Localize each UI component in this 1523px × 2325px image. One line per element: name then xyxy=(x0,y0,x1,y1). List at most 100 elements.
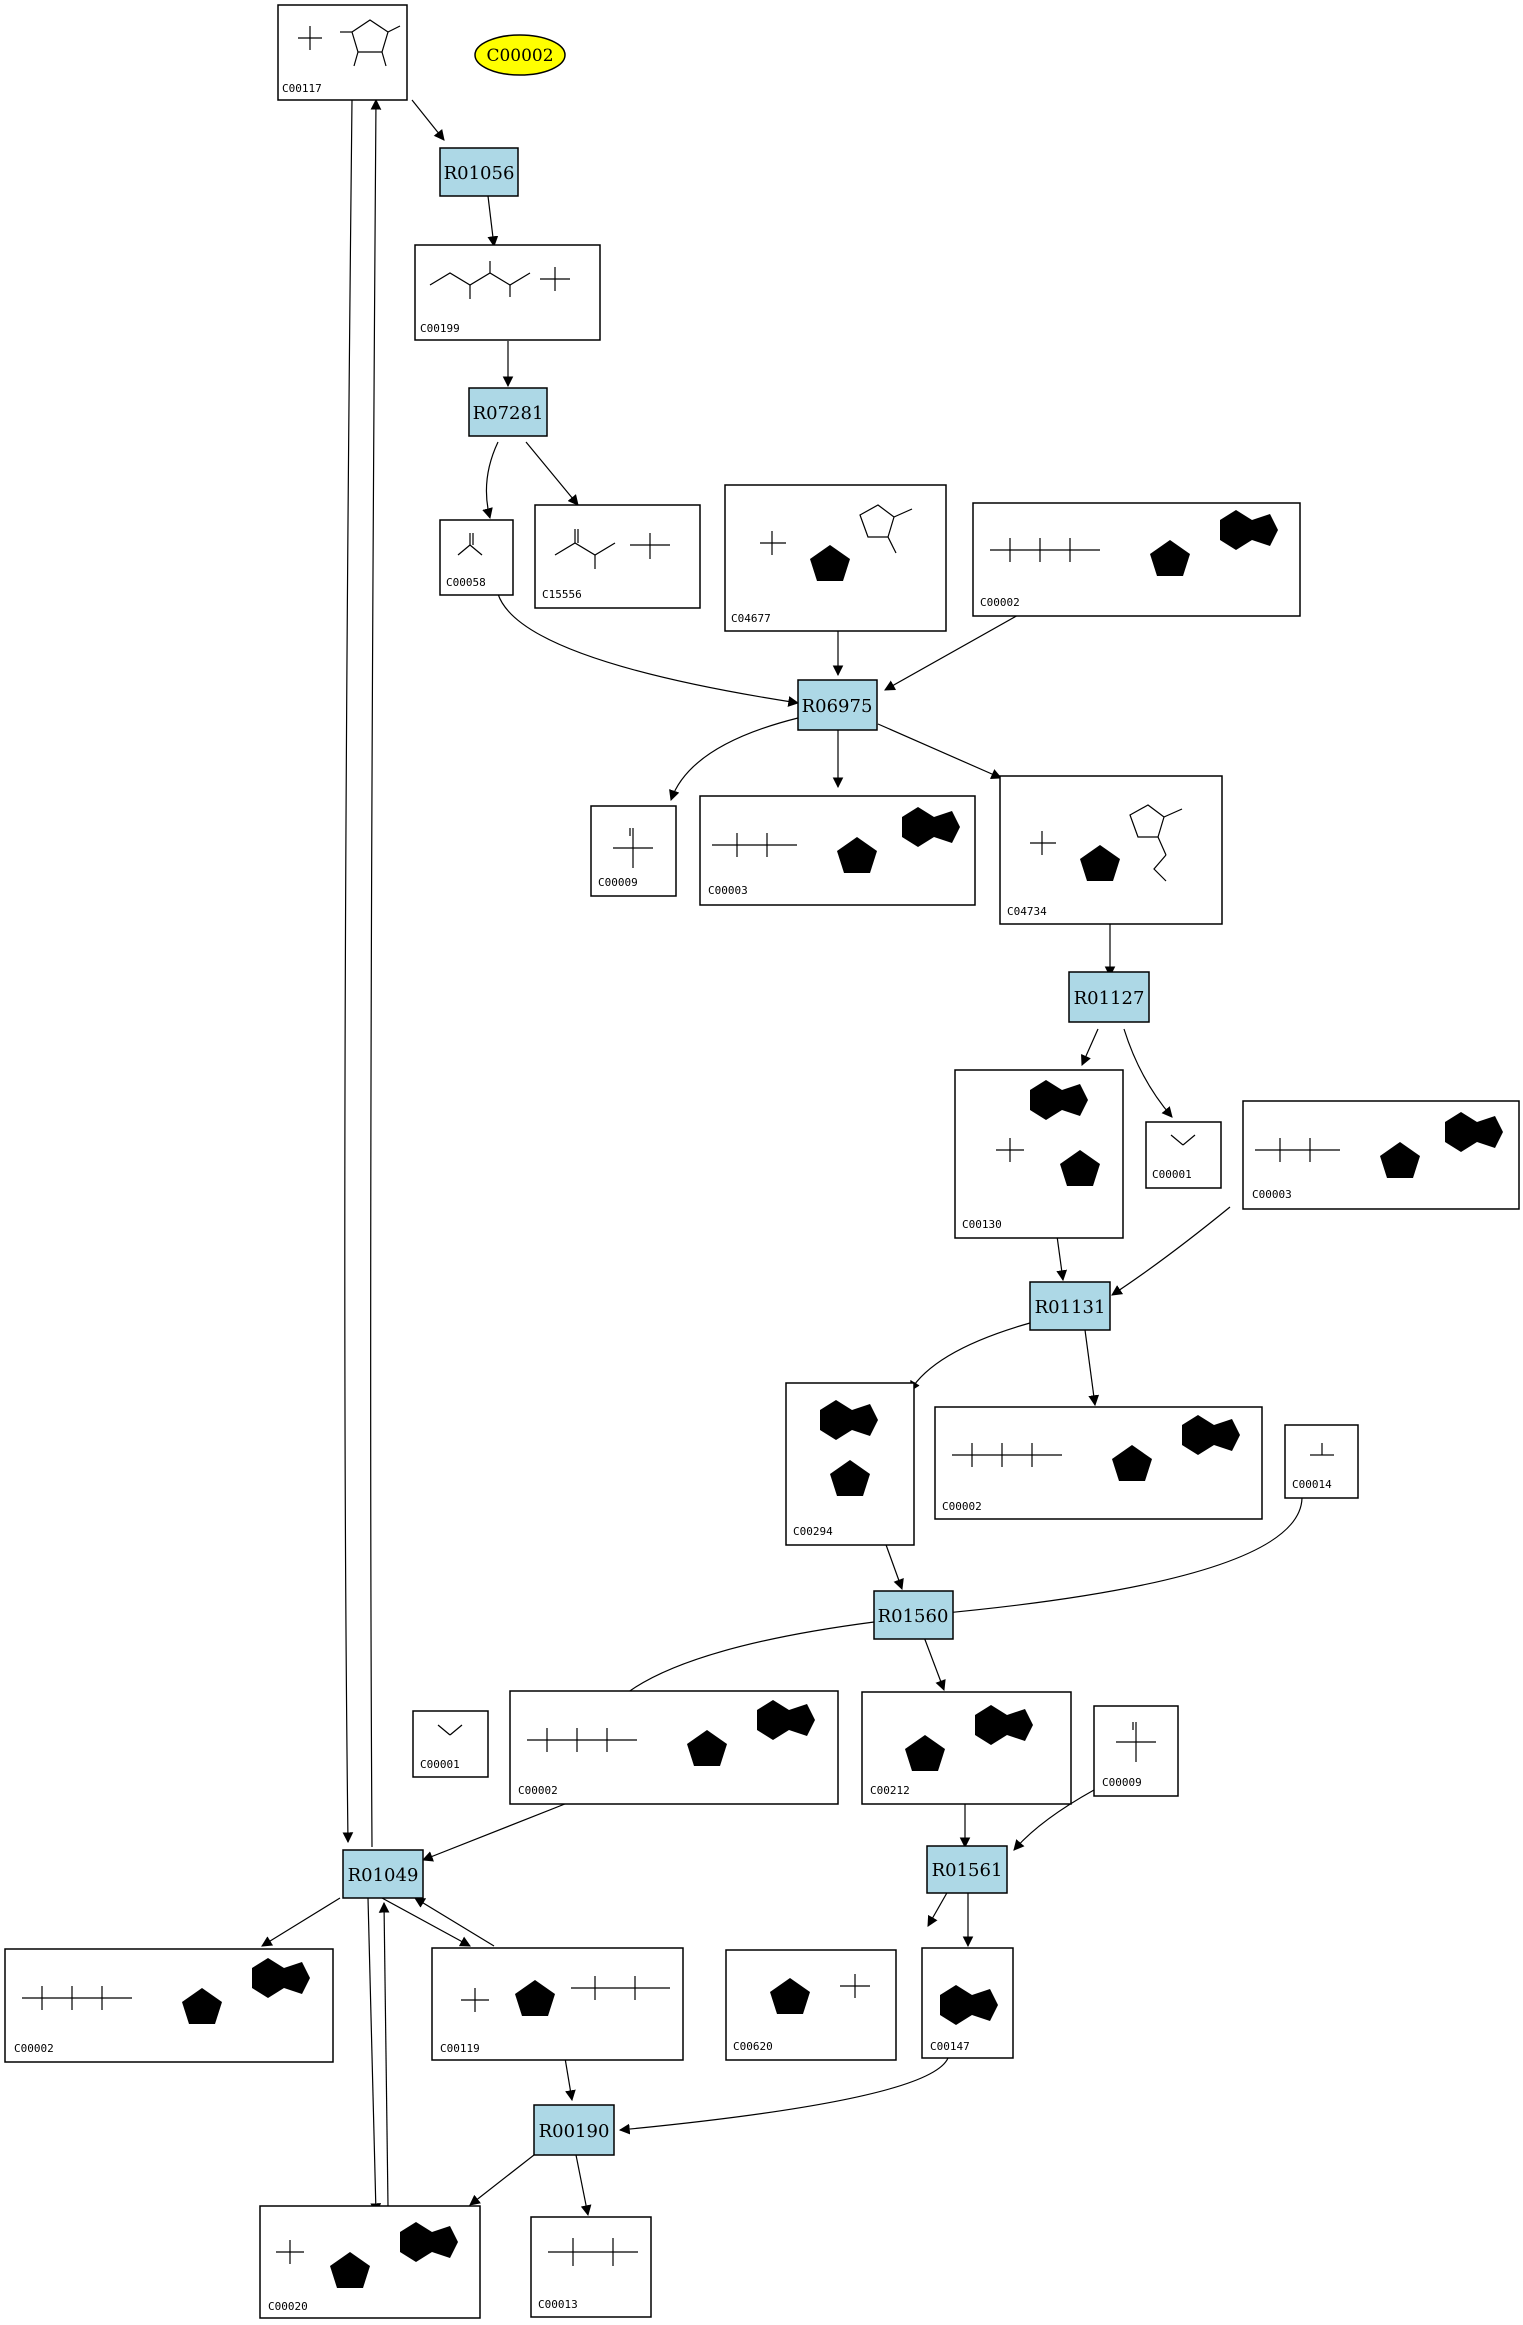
compound-node-c00003-right[interactable]: C00003 xyxy=(1242,1100,1520,1210)
reaction-id: R01127 xyxy=(1074,988,1145,1009)
compound-node-c00002-lower[interactable]: C00002 xyxy=(509,1690,839,1805)
compound-node-c15556[interactable]: C15556 xyxy=(534,504,701,609)
compound-id: C00058 xyxy=(446,576,486,589)
structure-nucleotide-diphosphate xyxy=(712,807,960,887)
edge xyxy=(909,1322,1031,1392)
compound-node-c00119[interactable]: C00119 xyxy=(431,1947,684,2061)
structure-ribose-phosphate xyxy=(298,19,401,67)
compound-id: C00013 xyxy=(538,2298,578,2311)
edge xyxy=(933,1497,1303,1619)
compound-node-c04734[interactable]: C04734 xyxy=(999,775,1223,925)
compound-id: C00014 xyxy=(1292,1478,1332,1491)
compound-node-c00147[interactable]: C00147 xyxy=(921,1947,1014,2059)
compound-id: C00003 xyxy=(1252,1188,1292,1201)
compound-node-c00009[interactable]: C00009 xyxy=(590,805,677,897)
compound-id: C00212 xyxy=(870,1784,910,1797)
compound-node-c00001[interactable]: C00001 xyxy=(1145,1121,1222,1189)
reaction-node-r01127[interactable]: R01127 xyxy=(1068,971,1150,1023)
compound-node-c00294[interactable]: C00294 xyxy=(785,1382,915,1546)
reaction-node-r01056[interactable]: R01056 xyxy=(439,147,519,197)
structure-nucleotide-phosphate xyxy=(760,504,913,595)
reaction-node-r06975[interactable]: R06975 xyxy=(797,679,878,731)
reaction-id: R07281 xyxy=(473,403,544,424)
reaction-node-r01560[interactable]: R01560 xyxy=(873,1590,954,1640)
edge xyxy=(411,99,445,141)
structure-ribose-triphosphate xyxy=(461,1976,670,2030)
edge xyxy=(414,1897,495,1947)
compound-node-c00002[interactable]: C00002 xyxy=(972,502,1301,617)
edge xyxy=(923,1636,946,1692)
compound-node-c00014[interactable]: C00014 xyxy=(1284,1424,1359,1499)
edge xyxy=(927,1890,949,1927)
compound-node-c00130[interactable]: C00130 xyxy=(954,1069,1124,1239)
edge xyxy=(1084,1329,1100,1407)
edge xyxy=(1081,1028,1099,1066)
reaction-id: R01049 xyxy=(348,1865,419,1886)
compound-node-c00002-left[interactable]: C00002 xyxy=(4,1948,334,2063)
edge xyxy=(618,2057,949,2135)
structure-phosphate xyxy=(1116,1722,1156,1762)
reaction-id: R01561 xyxy=(932,1860,1003,1881)
compound-id: C00130 xyxy=(962,1218,1002,1231)
compound-id: C04677 xyxy=(731,612,771,625)
compound-node-c04677[interactable]: C04677 xyxy=(724,484,947,632)
structure-nucleotide-triphosphate xyxy=(952,1415,1240,1495)
structure-water xyxy=(437,1724,463,1736)
edge xyxy=(669,717,799,802)
structure-nucleotide-phosphate xyxy=(276,2222,458,2302)
compound-id: C00002 xyxy=(14,2042,54,2055)
structure-ribose-phosphate xyxy=(754,1974,870,2028)
edge xyxy=(482,441,499,520)
compound-node-c00003[interactable]: C00003 xyxy=(699,795,976,906)
compound-id: C00002 xyxy=(518,1784,558,1797)
edge xyxy=(575,2154,592,2217)
edge xyxy=(1123,1028,1173,1118)
compound-node-c00620[interactable]: C00620 xyxy=(725,1949,897,2061)
compound-node-c00009-lower[interactable]: C00009 xyxy=(1093,1705,1179,1797)
structure-formate xyxy=(457,533,483,556)
edge xyxy=(877,723,1002,780)
compound-id: C00009 xyxy=(1102,1776,1142,1789)
compound-id: C15556 xyxy=(542,588,582,601)
legend-label: C00002 xyxy=(486,46,553,66)
compound-id: C00020 xyxy=(268,2300,308,2313)
compound-id: C00009 xyxy=(598,876,638,889)
reaction-node-r00190[interactable]: R00190 xyxy=(533,2104,615,2156)
structure-nucleotide-diphosphate xyxy=(1255,1112,1503,1192)
edge xyxy=(421,1799,576,1862)
structure-ammonia xyxy=(1310,1443,1334,1456)
reaction-node-r01049[interactable]: R01049 xyxy=(342,1849,424,1899)
compound-id: C00001 xyxy=(420,1758,460,1771)
structure-water xyxy=(1170,1134,1196,1146)
compound-id: C00001 xyxy=(1152,1168,1192,1181)
edge xyxy=(564,2057,576,2102)
structure-ribulose-phosphate xyxy=(429,261,570,299)
legend-ellipse: C00002 xyxy=(474,34,566,76)
reaction-node-r01561[interactable]: R01561 xyxy=(926,1845,1008,1894)
edge xyxy=(469,2154,535,2206)
edge xyxy=(487,195,499,248)
compound-id: C00002 xyxy=(942,1500,982,1513)
edge xyxy=(342,99,354,1844)
compound-node-c00001-lower[interactable]: C00001 xyxy=(412,1710,489,1778)
compound-node-c00013[interactable]: C00013 xyxy=(530,2216,652,2318)
structure-nucleotide-phosphate xyxy=(996,1080,1116,1200)
compound-node-c00199[interactable]: C00199 xyxy=(414,244,601,341)
reaction-id: R01131 xyxy=(1035,1297,1106,1318)
edge xyxy=(378,1901,390,2207)
compound-node-c00212[interactable]: C00212 xyxy=(861,1691,1072,1805)
reaction-node-r01131[interactable]: R01131 xyxy=(1029,1281,1111,1331)
compound-node-c00117[interactable]: C00117 xyxy=(277,4,408,101)
reaction-id: R01056 xyxy=(444,163,515,184)
edge xyxy=(367,1897,382,2215)
compound-node-c00058[interactable]: C00058 xyxy=(439,519,514,596)
structure-phosphate xyxy=(613,828,653,868)
reaction-id: R00190 xyxy=(539,2121,610,2142)
edge xyxy=(525,441,579,506)
compound-node-c00020[interactable]: C00020 xyxy=(259,2205,481,2319)
reaction-node-r07281[interactable]: R07281 xyxy=(468,387,548,437)
compound-node-c00002-mid[interactable]: C00002 xyxy=(934,1406,1263,1520)
reaction-id: R01560 xyxy=(878,1606,949,1627)
edge xyxy=(884,613,1021,691)
